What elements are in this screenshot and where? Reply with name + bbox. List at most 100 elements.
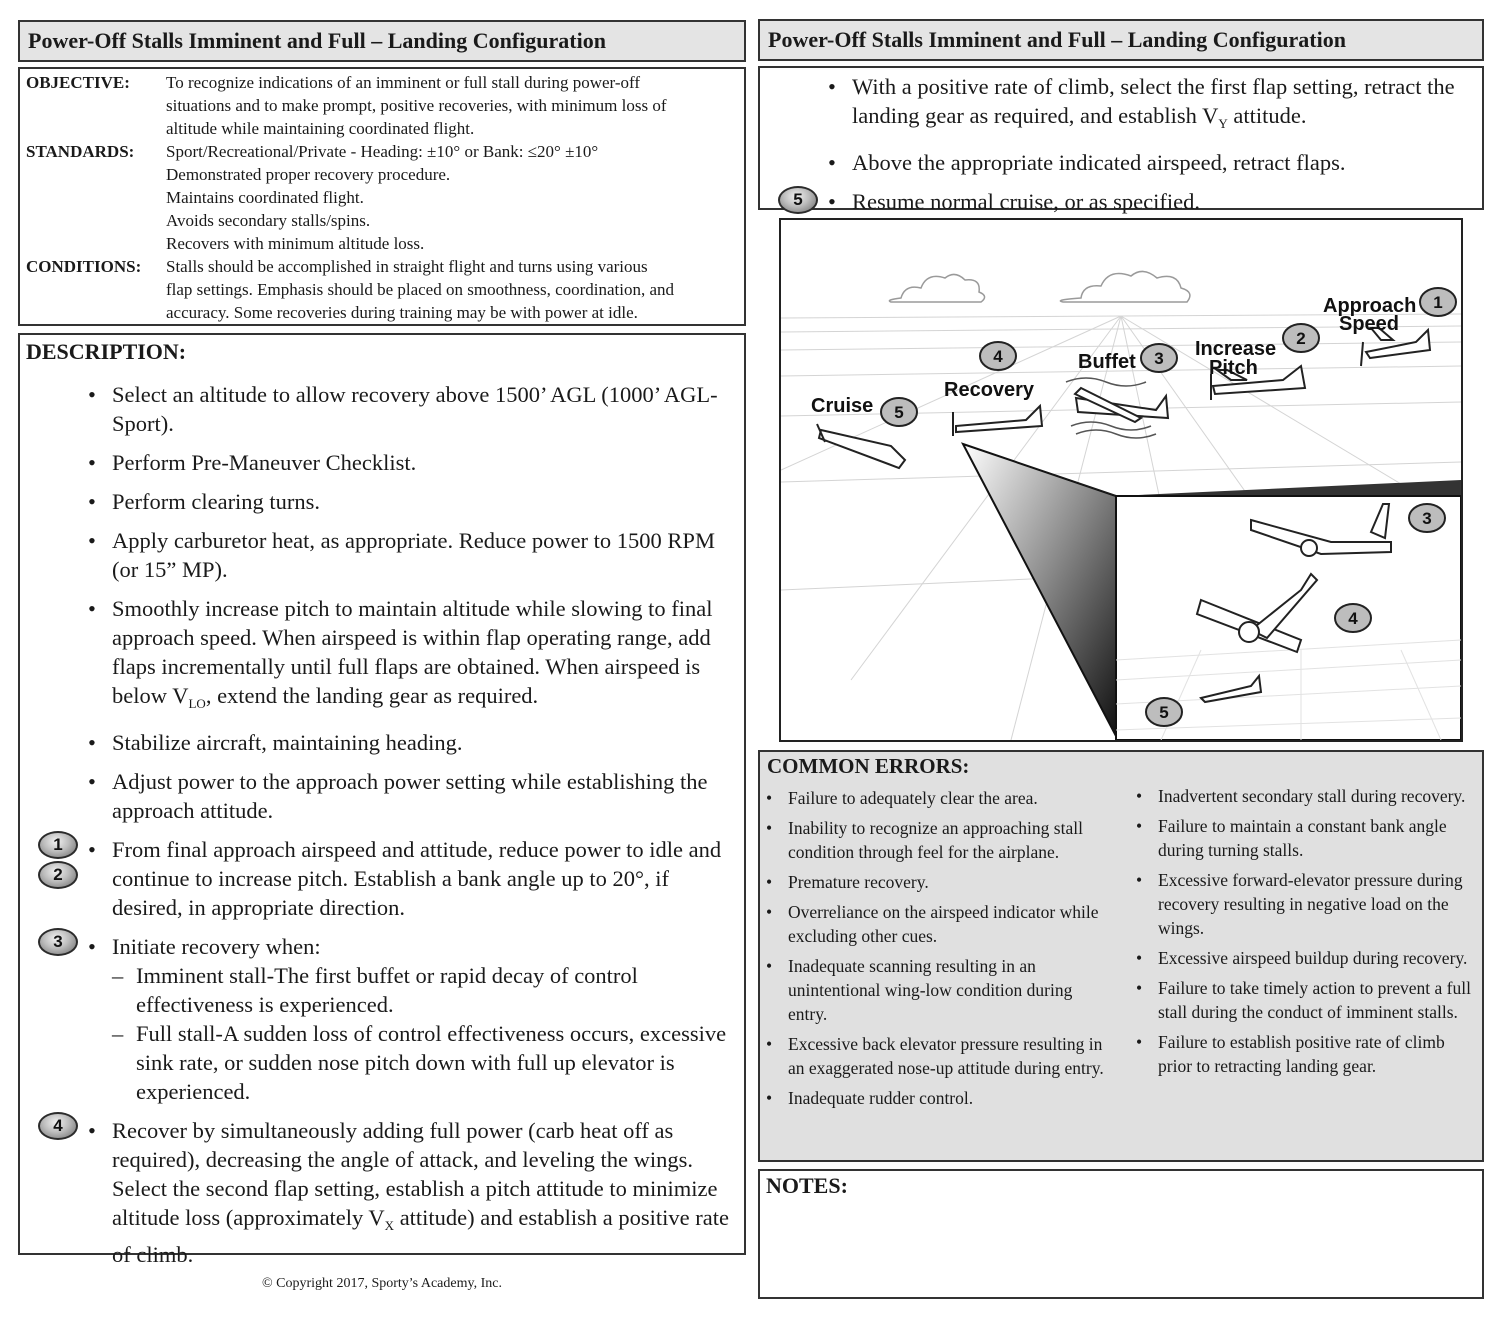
list-item: •Select an altitude to allow recovery ab… bbox=[88, 382, 718, 436]
notes-box: NOTES: bbox=[758, 1169, 1484, 1299]
label-recovery: Recovery bbox=[944, 379, 1035, 401]
list-item: •Failure to take timely action to preven… bbox=[1136, 978, 1471, 1022]
standards-line: Sport/Recreational/Private - Heading: ±1… bbox=[166, 142, 599, 161]
illustration-badge-3: 3 bbox=[1422, 509, 1431, 528]
objective-label: OBJECTIVE: bbox=[26, 73, 130, 92]
list-item: •Excessive forward-elevator pressure dur… bbox=[1136, 870, 1463, 938]
step-badge-5: 5 bbox=[778, 186, 818, 214]
airplane-icon bbox=[1360, 327, 1432, 367]
list-item: •Failure to maintain a constant bank ang… bbox=[1136, 816, 1447, 860]
common-errors-box: COMMON ERRORS: •Failure to adequately cl… bbox=[758, 750, 1484, 1162]
zoom-wedge bbox=[960, 442, 1117, 737]
left-title-bar: Power-Off Stalls Imminent and Full – Lan… bbox=[18, 20, 746, 62]
label-speed: Speed bbox=[1339, 313, 1399, 335]
list-item: •Above the appropriate indicated airspee… bbox=[828, 150, 1346, 175]
list-item: •Inadvertent secondary stall during reco… bbox=[1136, 786, 1466, 806]
airplane-icon bbox=[1195, 572, 1319, 654]
list-item: •Excessive back elevator pressure result… bbox=[766, 1034, 1104, 1078]
description-heading: DESCRIPTION: bbox=[26, 339, 187, 364]
vx-subscript: X bbox=[384, 1218, 395, 1233]
illustration-badge-4: 4 bbox=[1348, 609, 1358, 628]
illustration-badge-4: 4 bbox=[993, 347, 1003, 366]
standards-line: Recovers with minimum altitude loss. bbox=[166, 234, 425, 253]
objective-line: To recognize indications of an imminent … bbox=[166, 73, 641, 92]
conditions-row: CONDITIONS: Stalls should be accomplishe… bbox=[26, 255, 738, 324]
sub-item: –Full stall-A sudden loss of control eff… bbox=[112, 1021, 727, 1104]
conditions-line: flap settings. Emphasis should be placed… bbox=[166, 280, 675, 299]
airplane-icon bbox=[952, 403, 1044, 436]
right-title-bar: Power-Off Stalls Imminent and Full – Lan… bbox=[758, 19, 1484, 61]
list-item: •Stabilize aircraft, maintaining heading… bbox=[88, 730, 463, 755]
list-item: •Apply carburetor heat, as appropriate. … bbox=[88, 528, 715, 582]
airplane-icon bbox=[1210, 364, 1307, 400]
list-item: 4 •Recover by simultaneously adding full… bbox=[20, 1112, 734, 1269]
list-item: 1 2 •From final approach airspeed and at… bbox=[20, 831, 734, 922]
requirements-box: OBJECTIVE: To recognize indications of a… bbox=[18, 67, 746, 326]
standards-row: STANDARDS: Sport/Recreational/Private - … bbox=[26, 140, 738, 255]
illustration-badges bbox=[880, 287, 1457, 727]
vlo-subscript: LO bbox=[188, 696, 206, 711]
notes-heading: NOTES: bbox=[766, 1173, 848, 1198]
standards-label: STANDARDS: bbox=[26, 142, 135, 161]
illustration: Approach Speed Increase Pitch Buffet Rec… bbox=[779, 218, 1463, 742]
list-item: •Inability to recognize an approaching s… bbox=[766, 818, 1083, 862]
airplane-icon bbox=[1073, 386, 1170, 424]
illustration-badge-2: 2 bbox=[1296, 329, 1305, 348]
list-item: •Failure to establish positive rate of c… bbox=[1136, 1032, 1445, 1076]
illustration-badge-1: 1 bbox=[1433, 293, 1442, 312]
label-pitch: Pitch bbox=[1209, 357, 1258, 379]
list-item: •Perform Pre-Maneuver Checklist. bbox=[88, 450, 417, 475]
copyright: © Copyright 2017, Sporty’s Academy, Inc. bbox=[262, 1276, 502, 1291]
standards-line: Demonstrated proper recovery procedure. bbox=[166, 165, 451, 184]
illustration-svg: Approach Speed Increase Pitch Buffet Rec… bbox=[781, 270, 1461, 740]
list-item: •Perform clearing turns. bbox=[88, 489, 321, 514]
step-badge-3: 3 bbox=[38, 928, 78, 956]
illustration-badge-3: 3 bbox=[1154, 349, 1163, 368]
sub-item: –Imminent stall-The first buffet or rapi… bbox=[112, 963, 638, 1017]
label-buffet: Buffet bbox=[1078, 351, 1136, 373]
list-item: •Excessive airspeed buildup during recov… bbox=[1136, 948, 1468, 968]
standards-line: Maintains coordinated flight. bbox=[166, 188, 364, 207]
vy-subscript: Y bbox=[1218, 116, 1228, 131]
list-item: •With a positive rate of climb, select t… bbox=[828, 74, 1455, 131]
label-approach: Approach bbox=[1323, 295, 1416, 317]
description-list: •Select an altitude to allow recovery ab… bbox=[20, 380, 742, 1279]
zoom-wedge-top bbox=[963, 444, 1461, 500]
list-item: •Inadequate scanning resulting in an uni… bbox=[766, 956, 1073, 1024]
recovery-steps-box: •With a positive rate of climb, select t… bbox=[758, 66, 1484, 214]
conditions-line: accuracy. Some recoveries during trainin… bbox=[166, 303, 638, 322]
buffet-lines bbox=[1065, 377, 1157, 439]
airplane-icon bbox=[816, 423, 907, 470]
illustration-badge-numbers: 1 2 3 4 5 3 4 5 bbox=[894, 293, 1442, 722]
illustration-labels: Approach Speed Increase Pitch Buffet Rec… bbox=[811, 295, 1416, 417]
objective-row: OBJECTIVE: To recognize indications of a… bbox=[26, 71, 738, 140]
list-item: •Inadequate rudder control. bbox=[766, 1088, 974, 1108]
objective-line: situations and to make prompt, positive … bbox=[166, 96, 667, 115]
objective-line: altitude while maintaining coordinated f… bbox=[166, 119, 475, 138]
list-item: •Smoothly increase pitch to maintain alt… bbox=[88, 596, 713, 711]
conditions-line: Stalls should be accomplished in straigh… bbox=[166, 257, 648, 276]
step-badge-1: 1 bbox=[38, 831, 78, 859]
step-badge-4: 4 bbox=[38, 1112, 78, 1140]
description-box: DESCRIPTION: •Select an altitude to allo… bbox=[18, 333, 746, 1267]
airplane-icon bbox=[1199, 673, 1263, 704]
errors-right-column: •Inadvertent secondary stall during reco… bbox=[1136, 784, 1476, 1084]
cloud-icon bbox=[888, 270, 1191, 303]
list-item: 3 •Initiate recovery when: –Imminent sta… bbox=[20, 928, 734, 1106]
label-increase: Increase bbox=[1195, 338, 1276, 360]
list-item: •Failure to adequately clear the area. bbox=[766, 788, 1038, 808]
list-item: •Overreliance on the airspeed indicator … bbox=[766, 902, 1099, 946]
common-errors-heading: COMMON ERRORS: bbox=[767, 754, 970, 778]
list-item: •Premature recovery. bbox=[766, 872, 929, 892]
illustration-badge-5: 5 bbox=[894, 403, 903, 422]
left-title: Power-Off Stalls Imminent and Full – Lan… bbox=[28, 28, 606, 53]
illustration-badge-5: 5 bbox=[1159, 703, 1168, 722]
errors-left-column: •Failure to adequately clear the area. •… bbox=[766, 786, 1106, 1116]
airplane-icon bbox=[1250, 503, 1392, 557]
list-item: 5 •Resume normal cruise, or as specified… bbox=[760, 186, 1482, 216]
list-item: •Adjust power to the approach power sett… bbox=[88, 769, 708, 823]
right-title: Power-Off Stalls Imminent and Full – Lan… bbox=[768, 27, 1346, 52]
conditions-label: CONDITIONS: bbox=[26, 257, 142, 276]
step-badge-2: 2 bbox=[38, 861, 78, 889]
label-cruise: Cruise bbox=[811, 395, 873, 417]
